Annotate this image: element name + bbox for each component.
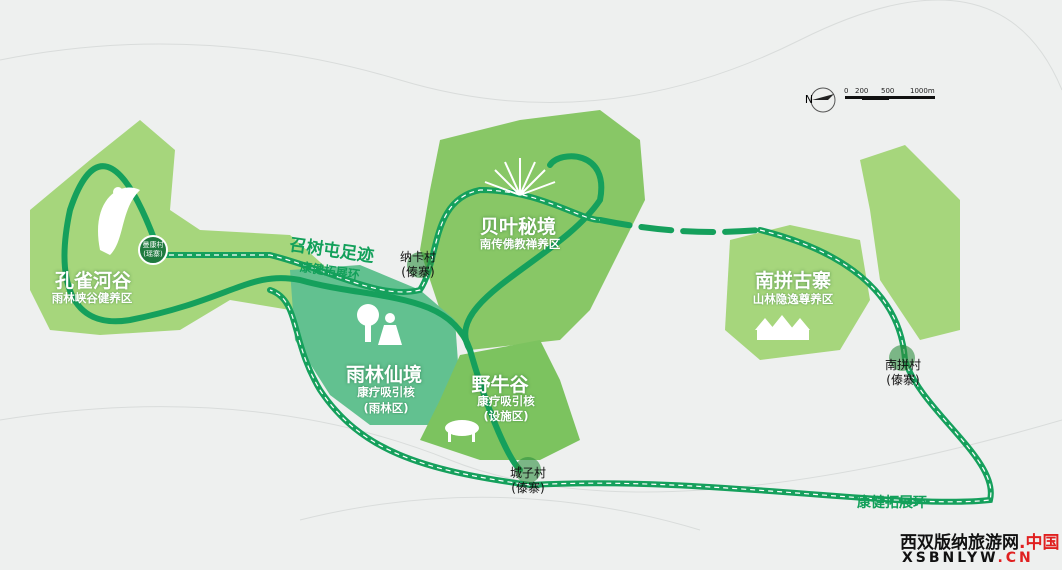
watermark-domain: XSBNLYW.CN bbox=[902, 550, 1034, 566]
village-label-mankang[interactable]: 曼康村(瑶寨) bbox=[143, 241, 164, 259]
zone-subtitle: 康疗吸引核 bbox=[477, 394, 535, 408]
zone-nanpin-north bbox=[860, 145, 960, 340]
scale-bar bbox=[845, 96, 935, 100]
village-marker-nanpin bbox=[889, 345, 915, 371]
zone-subtitle: 康疗吸引核 bbox=[357, 385, 415, 399]
scale-tick: 200 bbox=[855, 87, 869, 95]
village-tag: (傣寨) bbox=[401, 265, 435, 279]
scale-tick: 0 bbox=[844, 87, 849, 95]
trail-loop-label-lower: 康健拓展环 bbox=[857, 495, 927, 511]
zone-subtitle: 南传佛教禅养区 bbox=[479, 237, 561, 251]
village-houses-icon bbox=[755, 315, 810, 340]
watermark-domain-suffix: .CN bbox=[997, 550, 1034, 566]
scale-tick: 500 bbox=[881, 87, 895, 95]
village-name: 曼康村 bbox=[142, 241, 164, 249]
watermark-text: 西双版纳旅游网 bbox=[900, 533, 1019, 553]
scale-tick: 1000m bbox=[910, 87, 935, 95]
village-label-naka[interactable]: 纳卡村(傣寨) bbox=[400, 250, 436, 280]
zone-title-nanpin[interactable]: 南拼古寨 bbox=[754, 270, 832, 292]
zone-subtitle-2: (设施区) bbox=[483, 409, 529, 423]
village-label-nanpin[interactable]: 南拼村(傣寨) bbox=[885, 358, 921, 388]
palm-leaf-icon bbox=[484, 158, 556, 196]
village-marker-chengzi bbox=[515, 457, 541, 483]
watermark-domain-text: XSBNLYW bbox=[902, 550, 998, 566]
zone-peacock-valley bbox=[30, 120, 360, 335]
watermark-title: 西双版纳旅游网.中国 bbox=[900, 528, 1059, 553]
zone-title-rainforest[interactable]: 雨林仙境 bbox=[345, 364, 423, 386]
north-arrow-icon bbox=[810, 87, 836, 113]
meditation-tree-icon bbox=[357, 304, 402, 345]
peacock-icon bbox=[98, 187, 140, 255]
zone-title-beiye[interactable]: 贝叶秘境 bbox=[479, 216, 557, 238]
zone-title-peacock-valley[interactable]: 孔雀河谷 bbox=[54, 270, 132, 292]
zone-subtitle: 山林隐逸尊养区 bbox=[752, 292, 834, 306]
village-marker-mankang bbox=[138, 235, 168, 265]
village-label-chengzi[interactable]: 城子村(傣寨) bbox=[510, 466, 546, 496]
bison-icon bbox=[445, 420, 479, 442]
zone-subtitle: 雨林峡谷健养区 bbox=[51, 291, 133, 305]
zone-beiye bbox=[420, 110, 645, 350]
compass-label: N bbox=[804, 93, 814, 106]
village-name: 南拼村 bbox=[884, 358, 922, 372]
village-marker-naka bbox=[407, 252, 433, 278]
village-tag: (傣寨) bbox=[511, 481, 545, 495]
village-tag: (瑶寨) bbox=[143, 250, 163, 258]
village-name: 城子村 bbox=[509, 466, 547, 480]
village-tag: (傣寨) bbox=[886, 373, 920, 387]
zone-title-wild-ox-valley[interactable]: 野牛谷 bbox=[471, 374, 529, 396]
zone-subtitle-2: (雨林区) bbox=[363, 401, 409, 415]
village-name: 纳卡村 bbox=[399, 250, 437, 264]
watermark-suffix: .中国 bbox=[1019, 533, 1060, 553]
